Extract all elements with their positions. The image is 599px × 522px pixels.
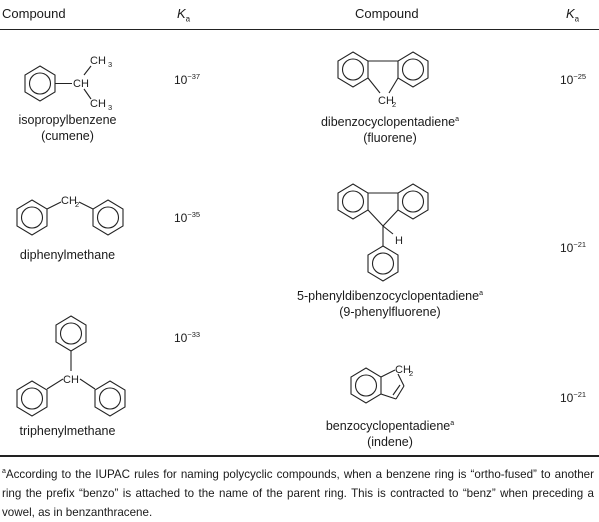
indene-ka: 10−21	[560, 390, 587, 405]
svg-text:2: 2	[75, 200, 79, 209]
fluorene-ch2-label: CH	[378, 95, 394, 107]
header-rule	[0, 29, 599, 30]
phenylfluorene-ka: 10−21	[560, 240, 587, 255]
footnote-rule	[0, 455, 599, 457]
diphenylmethane-ch2-label: CH	[61, 195, 77, 207]
cumene-ch-label: CH	[73, 78, 89, 90]
cumene-ka: 10−37	[174, 72, 201, 87]
cumene-structure: CH CH 3 CH 3	[24, 55, 112, 112]
cumene-name: isopropylbenzene (cumene)	[18, 113, 117, 143]
phenylfluorene-structure: H	[337, 183, 429, 282]
header-ka-right: Ka	[566, 6, 580, 24]
diphenylmethane-ka: 10−35	[174, 210, 201, 225]
indene-ch2-label: CH	[395, 364, 411, 376]
svg-text:3: 3	[108, 103, 112, 112]
header-compound-left: Compound	[2, 6, 66, 21]
phenylfluorene-name: 5-phenyldibenzocyclopentadienea (9-pheny…	[297, 289, 483, 319]
triphenylmethane-ch-label: CH	[63, 374, 79, 386]
svg-text:3: 3	[108, 60, 112, 69]
header-compound-right: Compound	[355, 6, 419, 21]
svg-text:2: 2	[409, 369, 413, 378]
fluorene-structure: CH 2	[337, 51, 429, 109]
cumene-ch3-top-label: CH	[90, 55, 106, 67]
diphenylmethane-name: diphenylmethane	[19, 248, 116, 262]
indene-structure: CH 2	[350, 364, 413, 404]
header-ka-left: Ka	[177, 6, 191, 24]
footnote: aAccording to the IUPAC rules for naming…	[2, 468, 594, 519]
triphenylmethane-structure: CH	[16, 315, 126, 417]
cumene-ch3-bottom-label: CH	[90, 98, 106, 110]
fluorene-name: dibenzocyclopentadienea (fluorene)	[320, 115, 460, 145]
diphenylmethane-structure: CH 2	[16, 195, 124, 236]
phenylfluorene-h-label: H	[395, 235, 403, 247]
indene-name: benzocyclopentadienea (indene)	[325, 419, 455, 449]
fluorene-ka: 10−25	[560, 72, 587, 87]
svg-text:2: 2	[392, 100, 396, 109]
triphenylmethane-name: triphenylmethane	[19, 424, 116, 438]
triphenylmethane-ka: 10−33	[174, 330, 201, 345]
